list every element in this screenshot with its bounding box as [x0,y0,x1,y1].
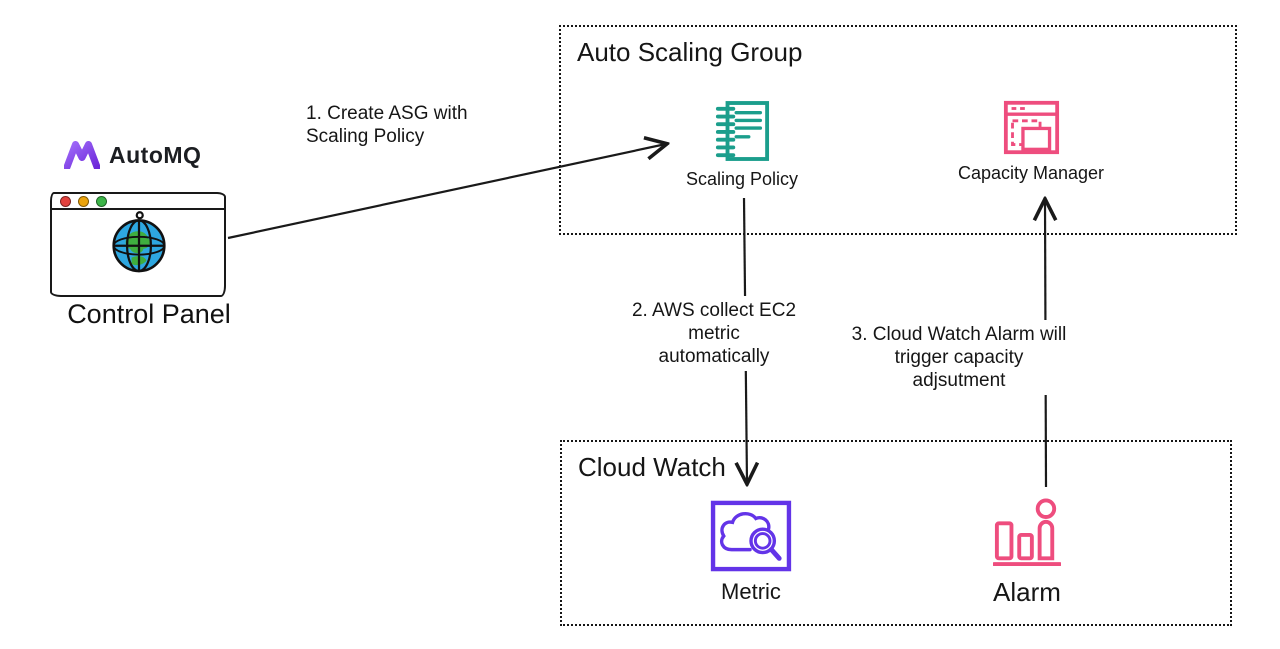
alarm-icon [993,498,1061,567]
cloud-watch-box: Cloud Watch [560,440,1232,626]
traffic-light-red-icon [60,195,71,207]
capacity-manager-node: Capacity Manager [946,99,1116,184]
step1-line1: 1. Create ASG with [306,103,468,124]
cloud-watch-title: Cloud Watch [578,452,726,482]
scaling-policy-node: Scaling Policy [667,100,817,190]
scaling-policy-label: Scaling Policy [685,169,799,189]
step3-line1: 3. Cloud Watch Alarm will [851,324,1067,345]
capacity-manager-icon [1003,100,1059,155]
metric-node: Metric [676,500,826,605]
brand-text: AutoMQ [109,141,202,168]
auto-scaling-group-box: Auto Scaling Group [559,25,1237,235]
step1-line2: Scaling Policy [306,126,425,147]
window-titlebar [52,194,224,210]
automq-logo-icon [64,141,100,169]
alarm-node: Alarm [952,498,1102,608]
alarm-label: Alarm [993,577,1061,607]
step2-line2: automatically [658,346,770,367]
step3-label: 3. Cloud Watch Alarm will trigger capaci… [850,320,1068,395]
metric-icon [710,500,792,572]
scaling-policy-icon [715,101,770,161]
capacity-manager-label: Capacity Manager [957,163,1105,183]
traffic-light-yellow-icon [78,195,89,207]
control-panel-window [50,192,226,297]
step3-line2: trigger capacity adjsutment [894,347,1024,391]
control-panel-label: Control Panel [67,299,231,329]
metric-label: Metric [721,579,781,604]
step2-label: 2. AWS collect EC2 metric automatically [608,296,820,371]
step1-label: 1. Create ASG with Scaling Policy [306,102,468,148]
auto-scaling-group-title: Auto Scaling Group [577,37,803,67]
traffic-light-green-icon [96,195,107,207]
step2-line1: 2. AWS collect EC2 metric [631,300,797,344]
globe-icon [101,210,177,274]
automq-brand: AutoMQ [64,141,201,169]
